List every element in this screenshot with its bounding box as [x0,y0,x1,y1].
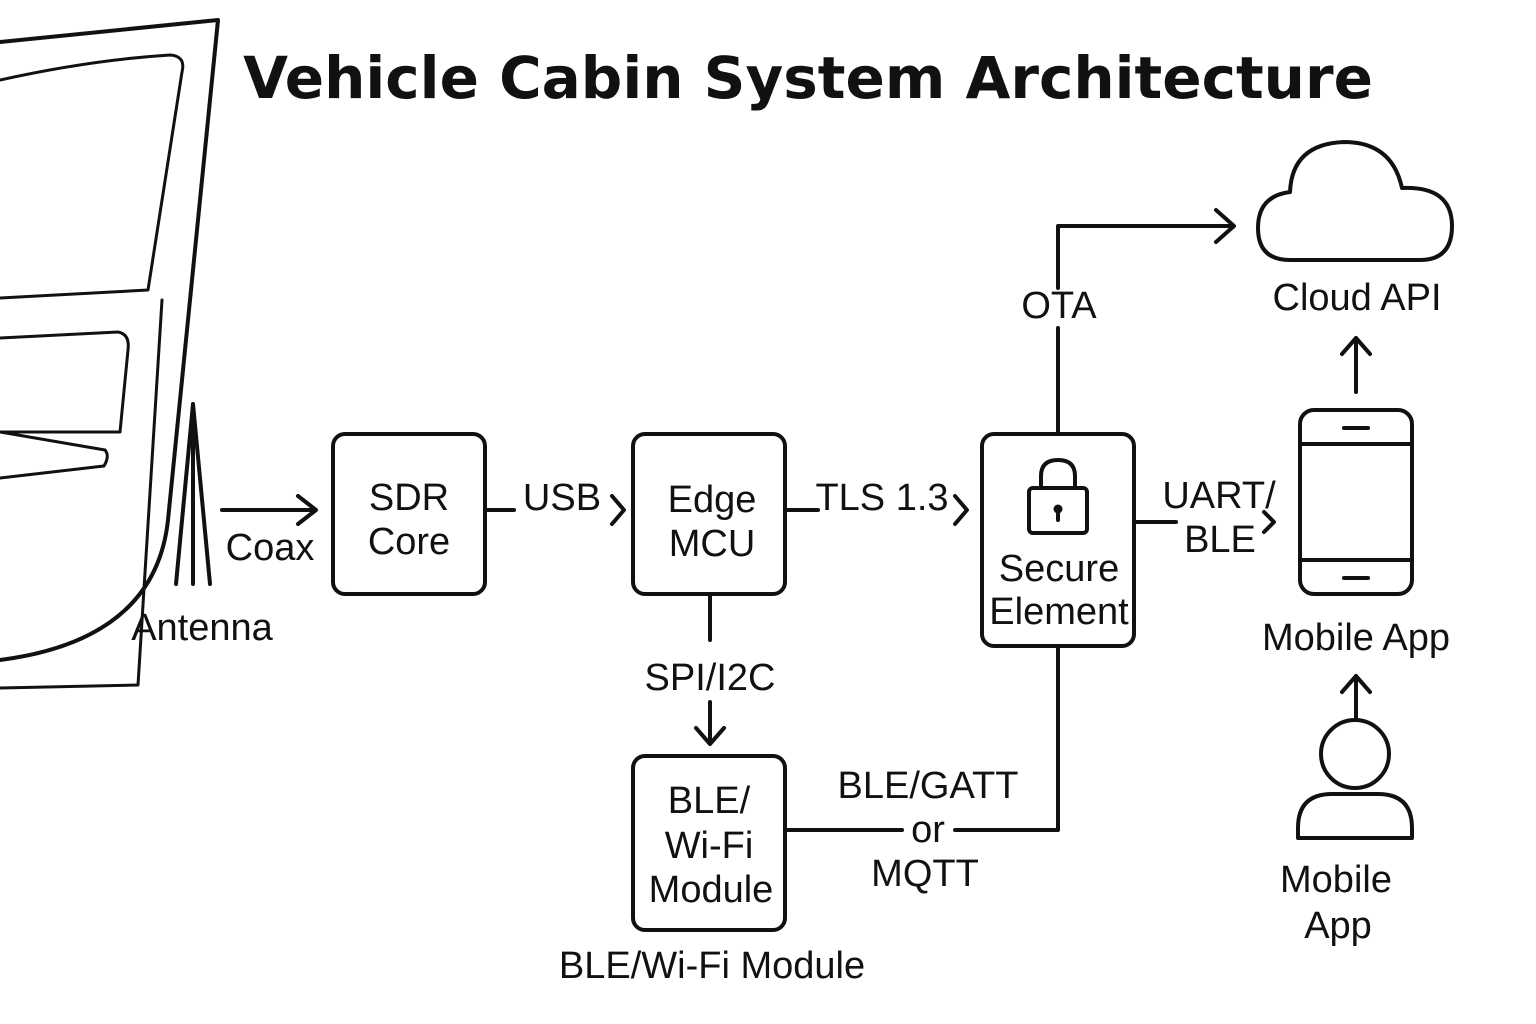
spi-arrow [694,592,726,746]
ota-label: OTA [1021,285,1097,327]
module-label-line2: Wi-Fi [665,825,754,867]
secure-element-label-line2: Element [989,591,1129,633]
module-label-line1: BLE/ [668,780,751,822]
antenna-icon [174,402,212,586]
ble-wifi-module-box: BLE/ Wi-Fi Module [631,754,787,932]
user-label-line2: App [1304,905,1372,947]
module-caption: BLE/Wi-Fi Module [559,945,865,987]
mobile-app-label: Mobile App [1262,617,1450,659]
phone-to-cloud-arrow [1340,336,1372,394]
secure-element-box: Secure Element [980,432,1136,648]
cloud-api-label: Cloud API [1273,277,1442,319]
uart-label-line2: BLE [1184,519,1256,561]
tls-label: TLS 1.3 [815,477,948,519]
usb-label: USB [523,477,601,519]
ble-gatt-label-line2: or [911,809,945,851]
user-label-line1: Mobile [1280,859,1392,901]
ble-gatt-label-line3: MQTT [871,853,979,895]
usb-arrow [483,494,626,526]
padlock-icon [1027,458,1089,535]
antenna-label: Antenna [131,607,273,649]
uart-arrow [1132,510,1276,534]
diagram-title: Vehicle Cabin System Architecture [243,44,1373,112]
sdr-core-label-line1: SDR [369,477,449,519]
sdr-core-label-line2: Core [368,521,450,563]
person-icon [1296,718,1414,840]
smartphone-icon [1298,408,1414,596]
secure-element-label-line1: Secure [999,548,1119,590]
uart-label-line1: UART/ [1162,475,1276,517]
car-door-outline-icon [0,18,220,690]
coax-label: Coax [226,527,315,569]
spi-label: SPI/I2C [645,657,776,699]
sdr-core-box: SDR Core [331,432,487,596]
module-label-line3: Module [649,869,774,911]
edge-mcu-label-line1: Edge [668,479,757,521]
edge-mcu-label-line2: MCU [669,523,756,565]
user-to-phone-arrow [1340,674,1372,722]
edge-mcu-box: Edge MCU [631,432,787,596]
tls-arrow [783,494,969,526]
ble-gatt-label-line1: BLE/GATT [838,765,1019,807]
ble-gatt-connector [783,644,1060,832]
cloud-icon [1256,140,1454,262]
ota-arrow [1056,208,1236,436]
coax-arrow [220,494,318,526]
